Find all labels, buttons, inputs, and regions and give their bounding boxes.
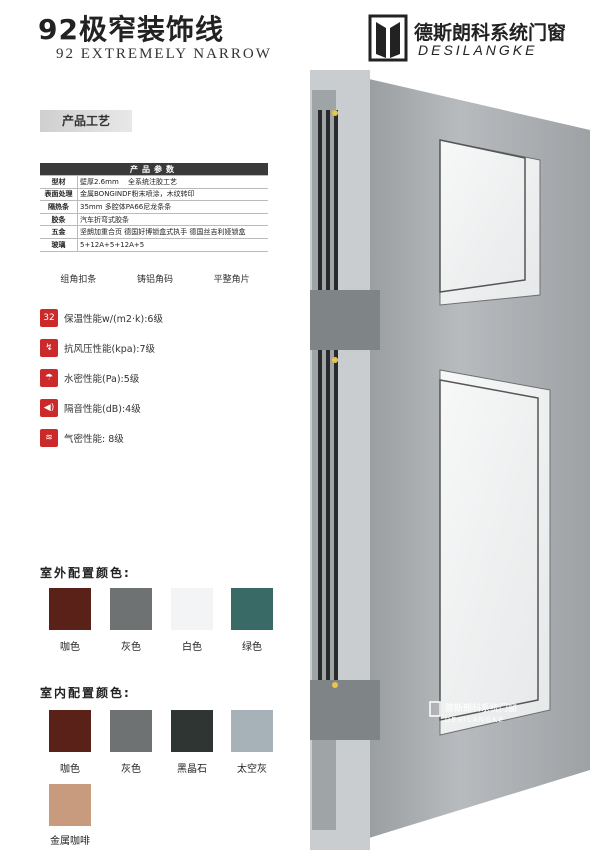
swatch-label: 灰色 (121, 642, 141, 653)
color-swatch-indoor-space-grey (231, 710, 273, 752)
accessory-item: 平整角片 (213, 275, 250, 285)
performance-label: 抗风压性能(kpa):7级 (64, 344, 156, 355)
spec-value: 壁厚2.6mm 全系统注胶工艺 (77, 175, 268, 189)
thermometer-icon: 32 (40, 309, 58, 327)
swatch-label: 金属咖啡 (50, 836, 90, 847)
color-swatch-outdoor-grey (110, 588, 152, 630)
page-title: 92极窄装饰线 (38, 13, 224, 46)
swatch-label: 白色 (182, 642, 202, 653)
color-swatch-indoor-metal-coffee (49, 784, 91, 826)
color-swatch-outdoor-green (231, 588, 273, 630)
section-tab: 产品工艺 (40, 110, 132, 132)
specs-heading: 产品参数 (40, 163, 268, 176)
accessory-item: 组角扣条 (60, 275, 97, 285)
brand-name-en: DESILANGKE (418, 42, 538, 58)
indoor-colors-title: 室内配置颜色: (40, 686, 131, 700)
spec-key: 隔热条 (40, 200, 78, 214)
spec-value: 5+12A+5+12A+5 (77, 237, 268, 252)
performance-label: 气密性能: 8级 (64, 434, 124, 445)
sound-insulation-icon: ◀) (40, 399, 58, 417)
air-tight-icon: ≋ (40, 429, 58, 447)
swatch-label: 太空灰 (237, 764, 267, 775)
window-profile-image: 德斯朗科系统门窗 DESILANGKE (310, 70, 590, 850)
specs-table: 产品参数 型材壁厚2.6mm 全系统注胶工艺 表面处理金属BONGINDF粉末喷… (40, 163, 268, 252)
spec-key: 表面处理 (40, 187, 78, 202)
color-swatch-outdoor-coffee (49, 588, 91, 630)
badge-name-en: DESILANGKE (445, 717, 505, 724)
spec-key: 玻璃 (40, 237, 78, 252)
table-row: 表面处理金属BONGINDF粉末喷涂，木纹转印 (40, 187, 268, 202)
accessories-row: 组角扣条 铸铝角码 平整角片 (40, 272, 270, 285)
list-item: ◀) 隔音性能(dB):4级 (40, 393, 280, 423)
spec-key: 胶条 (40, 212, 78, 227)
list-item: ☂ 水密性能(Pa):5级 (40, 363, 280, 393)
lower-glass-pane (439, 369, 551, 736)
table-row: 五金坚朗加重合页 德国好博锁盒式执手 德国丝吉利娅锁盒 (40, 225, 268, 239)
list-item: ≋ 气密性能: 8级 (40, 423, 280, 453)
spec-value: 金属BONGINDF粉末喷涂，木纹转印 (77, 187, 268, 202)
performance-label: 隔音性能(dB):4级 (64, 404, 141, 415)
color-swatch-indoor-black-crystal (171, 710, 213, 752)
outdoor-colors-title: 室外配置颜色: (40, 566, 131, 580)
water-tight-icon: ☂ (40, 369, 58, 387)
performance-label: 水密性能(Pa):5级 (64, 374, 140, 385)
page-subtitle: 92 EXTREMELY NARROW (56, 46, 272, 62)
swatch-label: 咖色 (60, 764, 80, 775)
wind-pressure-icon: ↯ (40, 339, 58, 357)
spec-key: 五金 (40, 225, 78, 239)
spec-value: 汽车折弯式胶条 (77, 212, 268, 227)
list-item: ↯ 抗风压性能(kpa):7级 (40, 333, 280, 363)
accessory-item: 铸铝角码 (136, 275, 173, 285)
brand-name: 德斯朗科系统门窗 (414, 22, 567, 44)
brand-logo-icon (368, 14, 408, 62)
section-tab-label: 产品工艺 (61, 114, 110, 128)
color-swatch-outdoor-white (171, 588, 213, 630)
frame-brand-badge: 德斯朗科系统门窗 DESILANGKE (429, 701, 517, 724)
color-swatch-indoor-grey (110, 710, 152, 752)
badge-name: 德斯朗科系统门窗 (445, 702, 517, 714)
swatch-label: 灰色 (121, 764, 141, 775)
table-row: 型材壁厚2.6mm 全系统注胶工艺 (40, 175, 268, 189)
spec-value: 坚朗加重合页 德国好博锁盒式执手 德国丝吉利娅锁盒 (77, 225, 268, 239)
swatch-label: 咖色 (60, 642, 80, 653)
swatch-label: 绿色 (242, 642, 262, 653)
spec-key: 型材 (40, 175, 78, 189)
list-item: 32 保温性能w/(m2·k):6级 (40, 303, 280, 333)
color-swatch-indoor-coffee (49, 710, 91, 752)
swatch-label: 黑晶石 (177, 764, 207, 775)
performance-label: 保温性能w/(m2·k):6级 (64, 314, 163, 325)
table-row: 胶条汽车折弯式胶条 (40, 212, 268, 227)
spec-value: 35mm 多腔体PA66尼龙条条 (77, 200, 268, 214)
performance-list: 32 保温性能w/(m2·k):6级 ↯ 抗风压性能(kpa):7级 ☂ 水密性… (40, 303, 280, 453)
